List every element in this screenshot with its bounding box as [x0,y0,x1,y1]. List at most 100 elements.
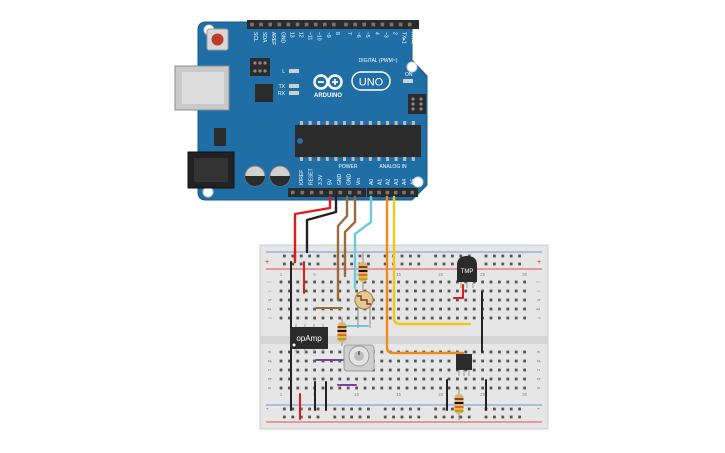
rail-hole[interactable] [467,415,471,419]
rail-hole[interactable] [367,407,370,411]
grid-hole[interactable] [481,368,484,372]
transistor-icon[interactable] [456,354,472,376]
rail-hole[interactable] [518,262,521,266]
grid-hole[interactable] [330,386,333,390]
rail-hole[interactable] [367,262,370,266]
grid-hole[interactable] [397,280,400,284]
grid-hole[interactable] [313,368,316,372]
rail-hole[interactable] [484,262,488,266]
rail-hole[interactable] [442,254,446,258]
grid-hole[interactable] [506,307,510,311]
grid-hole[interactable] [498,350,501,354]
grid-hole[interactable] [346,280,350,284]
grid-hole[interactable] [498,359,501,363]
grid-hole[interactable] [346,289,350,293]
rail-hole[interactable] [417,254,421,258]
header-pin[interactable] [369,190,373,195]
rail-hole[interactable] [392,407,395,411]
grid-hole[interactable] [422,298,426,302]
grid-hole[interactable] [447,289,451,293]
wire-gnd-black[interactable] [305,195,338,254]
grid-hole[interactable] [304,280,308,284]
rail-hole[interactable] [341,262,345,266]
grid-hole[interactable] [321,386,325,390]
grid-hole[interactable] [405,289,409,293]
grid-hole[interactable] [489,280,493,284]
grid-hole[interactable] [346,298,350,302]
grid-hole[interactable] [464,298,468,302]
header-pin[interactable] [338,190,343,195]
rail-hole[interactable] [358,254,362,258]
rail-hole[interactable] [308,415,311,419]
photoresistor-icon[interactable] [354,290,374,328]
grid-hole[interactable] [514,368,518,372]
grid-hole[interactable] [422,377,426,381]
header-pin[interactable] [407,22,412,27]
rail-hole[interactable] [518,254,521,258]
grid-hole[interactable] [380,350,384,354]
grid-hole[interactable] [313,280,316,284]
rail-hole[interactable] [451,254,454,258]
potentiometer-icon[interactable] [343,344,375,372]
grid-hole[interactable] [472,386,476,390]
grid-hole[interactable] [439,359,442,363]
grid-hole[interactable] [296,368,300,372]
grid-hole[interactable] [363,377,367,381]
grid-hole[interactable] [279,316,283,320]
grid-hole[interactable] [330,350,333,354]
grid-hole[interactable] [279,280,283,284]
grid-hole[interactable] [304,350,308,354]
grid-hole[interactable] [498,280,501,284]
rail-hole[interactable] [308,254,311,258]
grid-hole[interactable] [405,316,409,320]
grid-hole[interactable] [481,289,484,293]
rail-hole[interactable] [509,415,513,419]
grid-hole[interactable] [498,289,501,293]
grid-hole[interactable] [313,298,316,302]
rail-hole[interactable] [383,415,387,419]
rail-hole[interactable] [509,262,513,266]
rail-hole[interactable] [501,407,505,411]
grid-hole[interactable] [456,289,459,293]
grid-hole[interactable] [447,377,451,381]
rail-hole[interactable] [400,254,404,258]
grid-hole[interactable] [279,307,283,311]
header-pin[interactable] [329,190,333,195]
grid-hole[interactable] [514,316,518,320]
grid-hole[interactable] [288,289,291,293]
grid-hole[interactable] [523,350,526,354]
reset-button[interactable] [206,28,229,51]
wire-a2-yellow[interactable] [392,195,472,326]
rail-hole[interactable] [459,415,463,419]
grid-hole[interactable] [447,316,451,320]
grid-hole[interactable] [388,298,392,302]
rail-hole[interactable] [417,415,421,419]
grid-hole[interactable] [439,386,442,390]
grid-hole[interactable] [388,289,392,293]
rail-hole[interactable] [308,262,311,266]
grid-hole[interactable] [430,377,434,381]
grid-hole[interactable] [296,350,300,354]
grid-hole[interactable] [439,307,442,311]
grid-hole[interactable] [296,298,300,302]
rail-hole[interactable] [283,415,286,419]
grid-hole[interactable] [321,298,325,302]
grid-hole[interactable] [288,316,291,320]
rail-hole[interactable] [442,407,446,411]
grid-hole[interactable] [380,289,384,293]
rail-hole[interactable] [493,262,496,266]
rail-hole[interactable] [509,407,513,411]
grid-hole[interactable] [321,280,325,284]
grid-hole[interactable] [464,377,468,381]
rail-hole[interactable] [442,415,446,419]
wire-a0-cyan[interactable] [353,195,373,290]
grid-hole[interactable] [506,386,510,390]
grid-hole[interactable] [523,316,526,320]
grid-hole[interactable] [397,386,400,390]
grid-hole[interactable] [279,368,283,372]
header-pin[interactable] [385,190,390,195]
grid-hole[interactable] [330,316,333,320]
grid-hole[interactable] [397,298,400,302]
power-header[interactable] [288,188,366,197]
